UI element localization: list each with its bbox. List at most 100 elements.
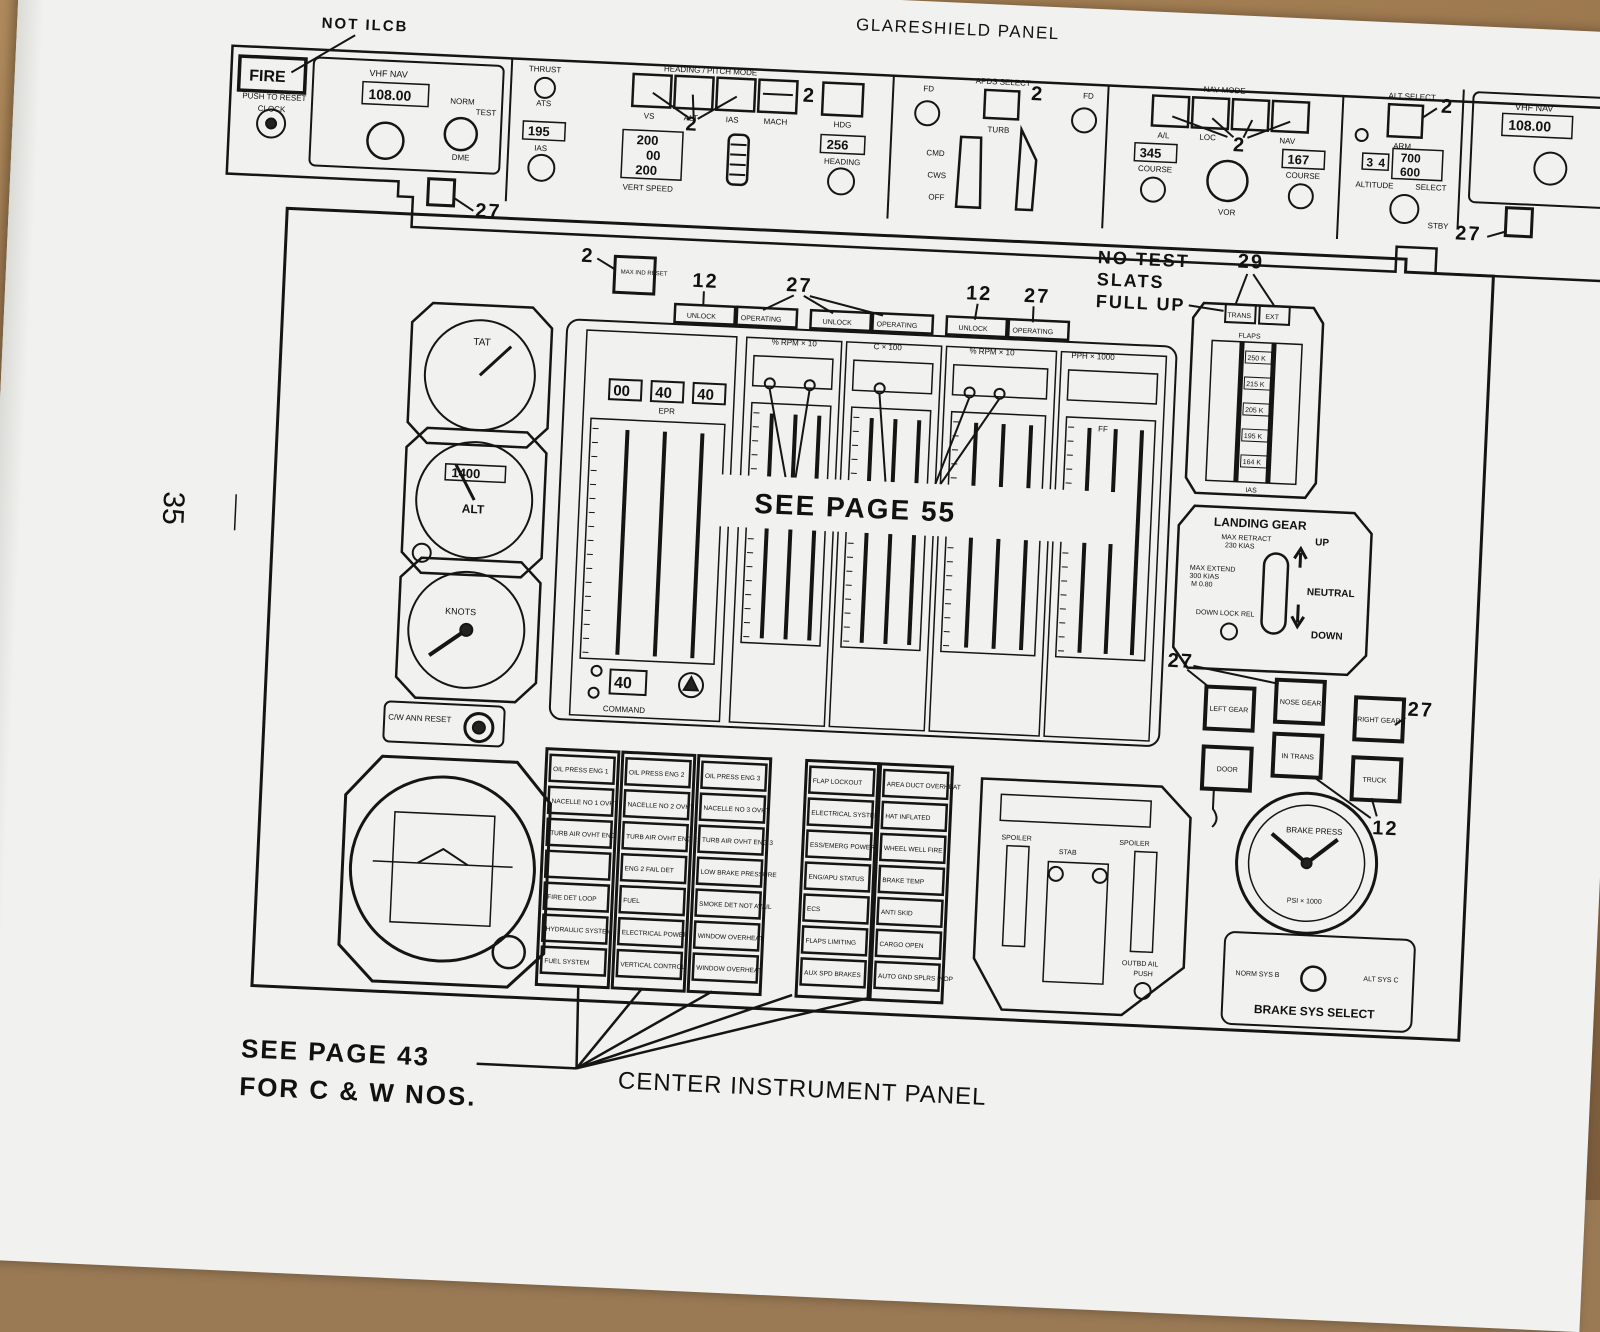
- course-right-window: 167: [1287, 152, 1309, 168]
- vhf-nav-mode-switch[interactable]: [444, 117, 477, 150]
- nav-button[interactable]: [1272, 101, 1309, 133]
- cw-light-label: NACELLE NO 1 OVHT: [551, 798, 618, 808]
- heading-window: 256: [826, 137, 848, 153]
- cw-light-label: ECS: [807, 906, 821, 914]
- vhf-nav-label: VHF NAV: [369, 68, 408, 80]
- operating-label-a: OPERATING: [741, 315, 782, 324]
- instrument-panel-diagram: GLARESHIELD PANEL CENTER INSTRUMENT PANE…: [0, 0, 1600, 1200]
- unlock-label-b: UNLOCK: [822, 319, 852, 327]
- cw-light-label: BRAKE TEMP: [882, 877, 924, 886]
- loc-button[interactable]: [1192, 97, 1229, 129]
- callout-27-a: 27: [786, 274, 813, 297]
- right-gear-label: RIGHT GEAR: [1357, 716, 1401, 725]
- cw-light-label: FUEL SYSTEM: [544, 958, 589, 967]
- callout-2-hp: 2: [802, 85, 816, 108]
- vor-label: VOR: [1218, 208, 1236, 218]
- door-label: DOOR: [1217, 766, 1238, 774]
- fd-right-switch[interactable]: [1072, 108, 1097, 133]
- brake-sys-select-switch[interactable]: [1301, 966, 1326, 991]
- callout-27-eng-right: 27: [1455, 222, 1482, 245]
- outbd-ail-push-button[interactable]: [1134, 983, 1151, 1000]
- course-right-knob[interactable]: [1288, 184, 1313, 209]
- altimeter-knob[interactable]: [412, 543, 431, 562]
- see-page-43-note: SEE PAGE 43: [240, 1033, 430, 1072]
- push-label: PUSH: [1133, 971, 1153, 979]
- ias-mode-button[interactable]: [716, 78, 755, 112]
- norm-label: NORM: [450, 97, 475, 107]
- no-test-note: NO TEST: [1097, 247, 1190, 271]
- mach-button[interactable]: [758, 80, 797, 114]
- cw-light-label: HYDRAULIC SYSTEM: [546, 926, 612, 936]
- vhf-nav-tune-knob[interactable]: [367, 122, 405, 160]
- hdg-button[interactable]: [822, 83, 863, 117]
- vs-digit-3: 200: [635, 162, 657, 178]
- cw-light-label: ANTI SKID: [881, 909, 913, 917]
- cw-light-label: FLAPS LIMITING: [805, 938, 856, 947]
- heading-knob[interactable]: [827, 168, 854, 195]
- cw-light-label: HAT INFLATED: [885, 813, 931, 822]
- vor-selector-knob[interactable]: [1207, 160, 1249, 202]
- cw-light-label: NACELLE NO 3 OVHT: [703, 805, 770, 815]
- landing-gear-handle[interactable]: [1261, 553, 1289, 634]
- course-left-knob[interactable]: [1140, 177, 1165, 202]
- vor-mode-button[interactable]: [1232, 99, 1269, 131]
- cw-light-label: AUX SPD BRAKES: [804, 970, 862, 980]
- al-label: A/L: [1157, 131, 1170, 141]
- apds-select-button[interactable]: [984, 90, 1019, 120]
- operating-label-b: OPERATING: [876, 321, 917, 330]
- alt-sys-c-label: ALT SYS C: [1363, 976, 1398, 985]
- epr-digits-1: 00: [613, 382, 630, 400]
- dme-label: DME: [452, 153, 470, 163]
- tat-label: TAT: [473, 337, 491, 349]
- tat-gauge: [422, 318, 537, 433]
- tape-marker-line-3: [935, 396, 969, 485]
- flaps-label: FLAPS: [1238, 333, 1261, 341]
- center-panel-title: CENTER INSTRUMENT PANEL: [617, 1067, 987, 1111]
- tape-window-egt: [853, 360, 933, 394]
- tape-bar-ff-3: [1132, 430, 1142, 655]
- altitude-select-knob[interactable]: [1390, 194, 1419, 223]
- vert-speed-wheel[interactable]: [727, 134, 749, 185]
- alt-digit-c: 700: [1400, 151, 1421, 166]
- landing-gear-label: LANDING GEAR: [1214, 515, 1308, 533]
- ias-window: 195: [528, 123, 550, 139]
- cw-light-label: ENG 2 FAIL DET: [624, 865, 674, 874]
- cw-light-label: AREA DUCT OVERHEAT: [887, 781, 961, 791]
- alt-arm-button[interactable]: [1388, 104, 1423, 138]
- tape-window-ff: [1067, 370, 1157, 404]
- eng-fail-light-right: [1505, 208, 1532, 237]
- cw-light-label: OIL PRESS ENG 1: [553, 766, 609, 776]
- down-lock-rel-label: DOWN LOCK REL: [1196, 609, 1255, 619]
- al-button[interactable]: [1152, 96, 1189, 128]
- autopilot-lever-a[interactable]: [956, 137, 983, 208]
- epr-digits-3: 40: [697, 386, 714, 404]
- retract-kias-label: 230 KIAS: [1225, 542, 1255, 550]
- fd-left-switch[interactable]: [915, 101, 940, 126]
- cw-light-label: WINDOW OVERHEAT: [697, 933, 763, 943]
- autopilot-lever-b[interactable]: [1016, 129, 1038, 210]
- glareshield-panel: FIRE PUSH TO RESET CLOCK VHF NAV 108.00 …: [225, 34, 1600, 282]
- course-right-label: COURSE: [1286, 171, 1321, 182]
- ias-knob[interactable]: [528, 154, 555, 181]
- tape-bar-epr-3: [692, 433, 702, 658]
- vhf-nav-right-knob[interactable]: [1534, 152, 1567, 185]
- nav-mode-label: NAV MODE: [1203, 85, 1245, 96]
- cws-label: CWS: [927, 170, 946, 180]
- gear-down-label: DOWN: [1311, 630, 1343, 642]
- gear-up-label: UP: [1315, 537, 1330, 549]
- down-lock-release-button[interactable]: [1221, 623, 1238, 640]
- adi-trim-knob[interactable]: [492, 935, 525, 968]
- knots-label: KNOTS: [445, 606, 476, 617]
- extend-kias-label: 300 KIAS: [1189, 573, 1219, 581]
- norm-sys-b-label: NORM SYS B: [1235, 970, 1280, 979]
- vhf-nav-right-label: VHF NAV: [1515, 102, 1554, 114]
- ats-switch[interactable]: [535, 77, 556, 98]
- flap-speed-label: 164 K: [1243, 459, 1262, 467]
- callout-12-a: 12: [692, 270, 719, 293]
- cw-light-label: OIL PRESS ENG 2: [629, 769, 685, 779]
- heading-label: HEADING: [824, 157, 861, 168]
- altimeter-digits: 1400: [451, 465, 481, 481]
- flap-speed-label: 250 K: [1247, 355, 1266, 363]
- outbd-ail-label: OUTBD AIL: [1122, 960, 1159, 969]
- off-label: OFF: [928, 192, 945, 202]
